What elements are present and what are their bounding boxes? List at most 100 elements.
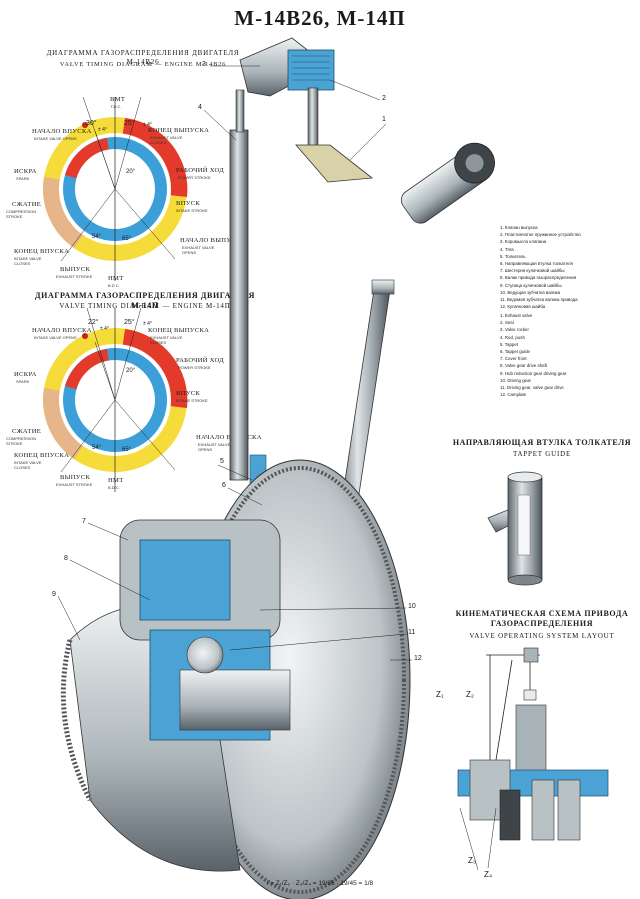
rocker-right — [400, 142, 495, 224]
diagram1-spark: ИСКРА — [14, 168, 37, 175]
legend-ru-item: 2. Пластинчатое пружинное устройство — [500, 232, 581, 238]
diagram2-heading-en: VALVE TIMING DIAGRAM — ENGINE M-14П — [59, 302, 231, 310]
legend-en-item: 3. Valve rocker — [500, 327, 529, 333]
kinematic-heading-ru: КИНЕМАТИЧЕСКАЯ СХЕМА ПРИВОДА ГАЗОРАСПРЕД… — [455, 609, 629, 628]
legend-ru-item: 12. Кулачковая шайба — [500, 304, 546, 310]
diagram1-intake-close-en: INTAKE VALVE CLOSES — [14, 256, 42, 266]
timing-ring-1 — [43, 96, 188, 281]
callout-5: 5 — [220, 458, 224, 465]
diagram1-angle-bottom-left: 54° — [92, 234, 102, 240]
callout-8: 8 — [64, 555, 68, 562]
legend-ru-item: 1. Клапан выпуска — [500, 225, 538, 230]
diagram2-intake-close: КОНЕЦ ВПУСКА — [14, 452, 70, 459]
legend-en-item: 11. Driving gear, valve gear drive — [500, 385, 564, 391]
diagram1-exhaust: ВЫПУСК — [60, 266, 91, 273]
diagram2-power: РАБОЧИЙ ХОД — [176, 357, 225, 364]
callout-6: 6 — [222, 482, 226, 489]
legend-en-item: 4. Rod, push — [500, 334, 525, 340]
diagram1-angle-top-left: 30° — [86, 120, 97, 127]
diagram2-compression: СЖАТИЕ — [12, 428, 42, 435]
diagram2-intake-en: INTAKE STROKE — [176, 398, 208, 403]
diagram2-exhaust: ВЫПУСК — [60, 474, 91, 481]
diagram1-tdc: ВМТ — [110, 96, 126, 103]
diagram2-bdc: НМТ — [108, 477, 124, 484]
callout-2: 2 — [382, 95, 386, 102]
diagram1-intake-en: INTAKE STROKE — [176, 208, 208, 213]
diagram1-power: РАБОЧИЙ ХОД — [176, 167, 225, 174]
drive-housing — [119, 519, 291, 741]
callout-1: 1 — [382, 116, 386, 123]
diagram2-angle-top-right: 25° — [124, 319, 135, 326]
diagram2-tol-2: ± 4° — [143, 321, 152, 327]
legend-en-item: 5. Tappet — [500, 341, 518, 347]
diagram1-angle-top-right: 25° — [124, 120, 135, 127]
diagram1-compression-en: COMPRESSION STROKE — [6, 209, 37, 219]
diagram2-spark-en: SPARK — [16, 379, 30, 384]
legend-ru: 1. Клапан выпуска 2. Пластинчатое пружин… — [500, 224, 630, 310]
diagram2-angle-spark: 20° — [126, 368, 136, 374]
tappet-guide-heading-en: TAPPET GUIDE — [512, 450, 572, 458]
legend-ru-item: 4. Тяга — [500, 246, 514, 252]
callout-leaders — [57, 65, 412, 661]
callout-7: 7 — [82, 518, 86, 525]
diagram1-heading-en: VALVE TIMING DIAGRAM — ENGINE M-14B26 — [59, 61, 227, 68]
legend-en-item: 12. Camplate — [500, 392, 527, 398]
valve-head — [295, 144, 374, 183]
diagram1-bdc-en: B.D.C. — [108, 283, 120, 288]
callout-10: 10 — [408, 603, 416, 610]
diagram1-tol-2: ± 4° — [143, 122, 152, 128]
rocker-assembly — [239, 37, 374, 183]
legend-ru-item: 11. Ведомая зубчатка валика привода — [500, 297, 578, 303]
page-title: М-14В26, М-14П — [234, 6, 406, 30]
legend-en-item: 1. Exhaust valve — [500, 313, 533, 318]
timing-ring-2 — [43, 307, 188, 492]
diagram2-angle-bottom-right: 65° — [122, 447, 132, 453]
diagram2-bdc-en: B.D.C. — [108, 485, 120, 490]
diagram2-exhaust-close: КОНЕЦ ВЫПУСКА — [148, 327, 210, 334]
diagram1-compression: СЖАТИЕ — [12, 201, 42, 208]
legend-ru-item: 10. Ведущая зубчатка валика — [500, 289, 561, 295]
diagram1-exhaust-open-en: EXHAUST VALVE OPENS — [182, 245, 215, 255]
diagram1-intake-open: НАЧАЛО ВПУСКА — [32, 128, 92, 135]
diagram2-angle-top-left: 22° — [88, 319, 99, 326]
callout-11: 11 — [408, 629, 416, 636]
legend-en-item: 7. Cover front — [500, 356, 527, 362]
tappet-guide-heading-ru: НАПРАВЛЯЮЩАЯ ВТУЛКА ТОЛКАТЕЛЯ — [452, 438, 632, 447]
legend-en-item: 2. Seal — [500, 320, 514, 326]
gear-ratio-formula: i = Z₁/Z₂ · Z₃/Z₄ = 19/36 · 19/45 = 1/8 — [266, 880, 374, 887]
spark-marker-1 — [82, 122, 88, 128]
diagram2-intake: ВПУСК — [176, 390, 201, 397]
legend-en: 1. Exhaust valve 2. Seal 3. Valve rocker… — [500, 312, 630, 398]
diagram1-tol-1: ± 4° — [98, 127, 107, 133]
diagram2-spark: ИСКРА — [14, 371, 37, 378]
legend-ru-item: 7. Шестерня кулачковой шайбы — [500, 268, 565, 274]
diagram2-exhaust-open-en: EXHAUST VALVE OPENS — [198, 442, 231, 452]
diagram1-exhaust-en: EXHAUST STROKE — [56, 274, 93, 279]
diagram2-heading-ru: ДИАГРАММА ГАЗОРАСПРЕДЕЛЕНИЯ ДВИГАТЕЛЯ М-… — [35, 291, 255, 310]
kinematic-z2: Z₂ — [466, 690, 474, 699]
diagram2-angle-bottom-left: 54° — [92, 445, 102, 451]
spark-marker-2 — [82, 333, 88, 339]
diagram2-power-en: POWER STROKE — [178, 365, 211, 370]
legend-ru-item: 5. Толкатель — [500, 253, 526, 259]
diagram2-intake-close-en: INTAKE VALVE CLOSES — [14, 460, 42, 470]
diagram2-exhaust-open: НАЧАЛО ВЫПУСКА — [196, 434, 262, 441]
diagram1-angle-bottom-right: 65° — [122, 236, 132, 242]
diagram1-exhaust-close-en: EXHAUST VALVE CLOSES — [150, 135, 183, 145]
diagram1-intake-close: КОНЕЦ ВПУСКА — [14, 248, 70, 255]
legend-en-item: 6. Tappet guide — [500, 349, 530, 355]
callout-3: 3 — [202, 61, 206, 68]
legend-en-item: 9. Hub reduction gear driving gear — [500, 370, 567, 376]
diagram1-bdc: НМТ — [108, 275, 124, 282]
diagram1-exhaust-open: НАЧАЛО ВЫПУСКА — [180, 237, 246, 244]
legend-ru-item: 6. Направляющая втулка толкателя — [500, 261, 573, 267]
kinematic-z1: Z₁ — [436, 690, 444, 699]
legend-en-item: 10. Driving gear — [500, 377, 531, 383]
diagram2-exhaust-en: EXHAUST STROKE — [56, 482, 93, 487]
diagram2-exhaust-close-en: EXHAUST VALVE CLOSES — [150, 335, 183, 345]
